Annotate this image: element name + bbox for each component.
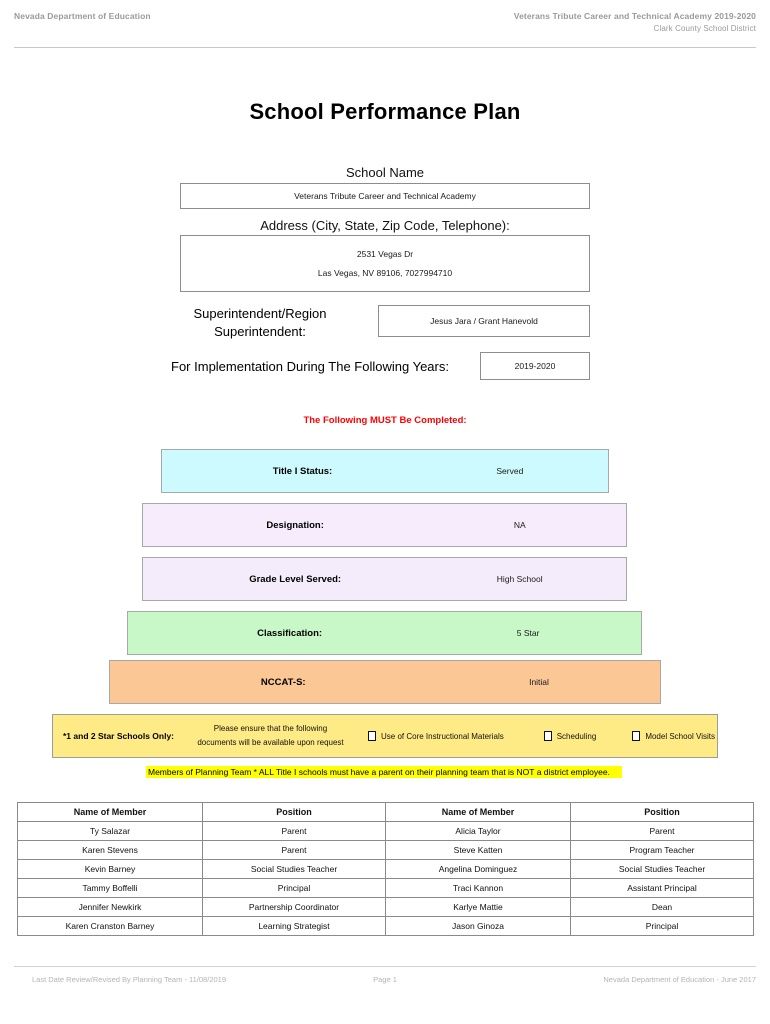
status-bar-grade-level-label: Grade Level Served:	[249, 573, 342, 585]
page-title: School Performance Plan	[249, 99, 521, 124]
status-bar-grade-level[interactable]: Grade Level Served: High School	[142, 557, 627, 601]
table-cell: Kevin Barney	[17, 859, 203, 879]
status-bar-nccat-s-value: Initial	[529, 677, 549, 687]
checkbox-model-school-visits-label: Model School Visits	[645, 731, 715, 741]
status-bar-title-i-label: Title I Status:	[272, 465, 333, 477]
footer-last-revised: Last Date Review/Revised By Planning Tea…	[32, 975, 227, 984]
table-header-row: Name of Member Position Name of Member P…	[17, 802, 754, 822]
checkbox-icon[interactable]	[543, 731, 552, 741]
table-cell: Social Studies Teacher	[570, 859, 754, 879]
table-cell: Tammy Boffelli	[17, 878, 203, 898]
star-schools-note-line-2: documents will be available upon request	[197, 738, 344, 747]
column-header-name-1: Name of Member	[17, 802, 203, 822]
implementation-years-label: For Implementation During The Following …	[171, 359, 449, 374]
table-cell: Program Teacher	[570, 840, 754, 860]
table-cell: Jason Ginoza	[385, 916, 571, 936]
status-bar-designation-label: Designation:	[266, 519, 324, 531]
status-bar-classification[interactable]: Classification: 5 Star	[127, 611, 642, 655]
table-cell: Traci Kannon	[385, 878, 571, 898]
status-bar-title-i[interactable]: Title I Status: Served	[161, 449, 609, 493]
checkbox-icon[interactable]	[632, 731, 641, 741]
must-complete-notice: The Following MUST Be Completed:	[303, 415, 467, 426]
superintendent-label-line-2: Superintendent:	[214, 323, 306, 339]
implementation-years-field[interactable]: 2019-2020	[480, 352, 590, 380]
status-bar-grade-level-value: High School	[496, 574, 543, 584]
star-schools-panel: *1 and 2 Star Schools Only: Please ensur…	[52, 714, 718, 758]
table-cell: Learning Strategist	[202, 916, 386, 936]
table-cell: Ty Salazar	[17, 821, 203, 841]
superintendent-label: Superintendent/Region Superintendent:	[150, 305, 370, 340]
column-header-position-2: Position	[570, 802, 754, 822]
column-header-position-1: Position	[202, 802, 386, 822]
table-cell: Social Studies Teacher	[202, 859, 386, 879]
planning-team-note: Members of Planning Team * ALL Title I s…	[146, 766, 622, 778]
status-bar-classification-value: 5 Star	[516, 628, 540, 638]
table-cell: Jennifer Newkirk	[17, 897, 203, 917]
table-cell: Partnership Coordinator	[202, 897, 386, 917]
table-cell: Parent	[202, 821, 386, 841]
checkbox-scheduling-label: Scheduling	[556, 731, 597, 741]
header-agency-name: Nevada Department of Education	[14, 11, 151, 21]
checkbox-model-school-visits[interactable]: Model School Visits	[632, 731, 715, 741]
table-cell: Principal	[570, 916, 754, 936]
footer-divider	[14, 966, 756, 967]
school-name-field[interactable]: Veterans Tribute Career and Technical Ac…	[180, 183, 590, 209]
star-schools-note: Please ensure that the following documen…	[183, 722, 358, 750]
superintendent-label-line-1: Superintendent/Region	[193, 306, 327, 321]
address-line-1: 2531 Vegas Dr	[356, 249, 414, 259]
status-bar-nccat-s-label: NCCAT-S:	[260, 676, 306, 688]
school-name-label: School Name	[345, 165, 425, 180]
footer-page-number: Page 1	[373, 975, 397, 984]
table-cell: Alicia Taylor	[385, 821, 571, 841]
checkbox-scheduling[interactable]: Scheduling	[543, 731, 597, 741]
status-bar-title-i-value: Served	[496, 466, 524, 476]
star-schools-note-line-1: Please ensure that the following	[213, 724, 328, 733]
members-table: Name of Member Position Name of Member P…	[17, 802, 754, 936]
checkbox-core-instructional-materials[interactable]: Use of Core Instructional Materials	[368, 731, 504, 741]
address-line-2: Las Vegas, NV 89106, 7027994710	[317, 268, 453, 278]
status-bar-classification-label: Classification:	[257, 627, 323, 639]
table-cell: Parent	[202, 840, 386, 860]
address-label: Address (City, State, Zip Code, Telephon…	[260, 218, 510, 233]
table-cell: Principal	[202, 878, 386, 898]
header-district-name: Clark County School District	[653, 24, 756, 33]
table-cell: Dean	[570, 897, 754, 917]
header-school-name-year: Veterans Tribute Career and Technical Ac…	[513, 11, 756, 21]
table-cell: Steve Katten	[385, 840, 571, 860]
table-cell: Karen Cranston Barney	[17, 916, 203, 936]
table-cell: Parent	[570, 821, 754, 841]
checkbox-core-instructional-materials-label: Use of Core Instructional Materials	[381, 731, 504, 741]
header-school-block: Veterans Tribute Career and Technical Ac…	[514, 11, 756, 33]
star-schools-checkbox-group: Use of Core Instructional Materials Sche…	[358, 731, 717, 741]
table-cell: Karen Stevens	[17, 840, 203, 860]
footer-source: Nevada Department of Education - June 20…	[603, 975, 756, 984]
address-field[interactable]: 2531 Vegas Dr Las Vegas, NV 89106, 70279…	[180, 235, 590, 292]
checkbox-icon[interactable]	[368, 731, 376, 741]
superintendent-field[interactable]: Jesus Jara / Grant Hanevold	[378, 305, 590, 337]
status-bar-designation-value: NA	[513, 520, 526, 530]
table-cell: Karlye Mattie	[385, 897, 571, 917]
column-header-name-2: Name of Member	[385, 802, 571, 822]
status-bar-designation[interactable]: Designation: NA	[142, 503, 627, 547]
header-divider	[14, 47, 756, 48]
table-cell: Angelina Dominguez	[385, 859, 571, 879]
star-schools-title: *1 and 2 Star Schools Only:	[63, 731, 175, 741]
table-cell: Assistant Principal	[570, 878, 754, 898]
status-bar-nccat-s[interactable]: NCCAT-S: Initial	[109, 660, 661, 704]
